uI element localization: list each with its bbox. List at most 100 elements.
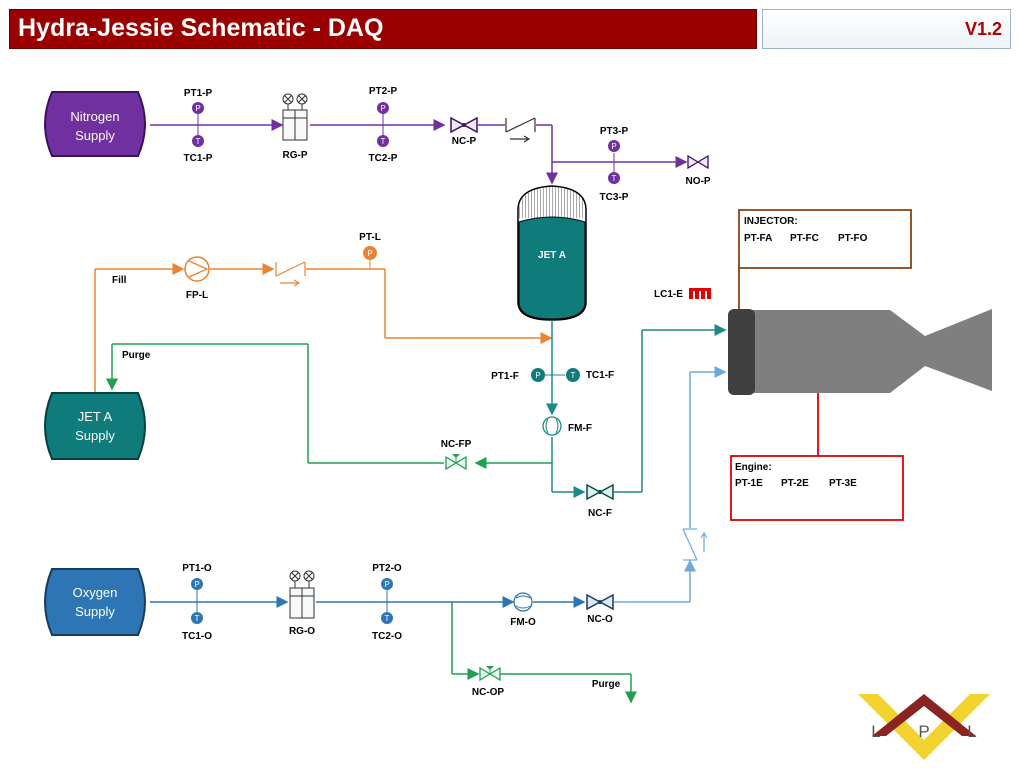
valve-hub	[598, 490, 602, 494]
page-title: Hydra-Jessie Schematic - DAQ	[18, 14, 384, 42]
label-tc2-p: TC2-P	[369, 153, 398, 164]
oxygen-system: Oxygen Supply P T PT1-O TC1-O	[44, 366, 727, 704]
label-purge-fuel: Purge	[122, 350, 151, 361]
pressure-sensor-pt2-p	[377, 102, 389, 114]
oxygen-supply-label-1: Oxygen	[73, 585, 118, 600]
label-tc3-p: TC3-P	[600, 192, 629, 203]
pressure-sensor-pt1-o	[191, 578, 203, 590]
injector-title: INJECTOR:	[744, 216, 798, 227]
pressure-sensor-pt1-p	[192, 102, 204, 114]
label-lc1-e: LC1-E	[654, 289, 683, 300]
label-pt2-p: PT2-P	[369, 86, 398, 97]
regulator-rg-o	[289, 570, 315, 619]
jeta-supply-label-1: JET A	[78, 409, 113, 424]
valve-actuator	[486, 666, 494, 670]
engine-sensor-1: PT-1E	[735, 478, 763, 489]
sensor-glyph-t: T	[385, 614, 390, 623]
sensor-glyph-t: T	[195, 614, 200, 623]
jeta-supply-tank	[44, 392, 146, 460]
nitrogen-system: Nitrogen Supply P T PT1-P TC1-P RG-P	[44, 86, 711, 203]
tank-label: JET A	[538, 250, 566, 261]
nitrogen-supply-tank	[44, 91, 146, 157]
nitrogen-supply-label-1: Nitrogen	[70, 109, 119, 124]
title-bar: Hydra-Jessie Schematic - DAQ	[9, 9, 757, 49]
sensor-glyph-p: P	[380, 104, 385, 113]
valve-actuator	[452, 454, 460, 458]
label-nc-o: NC-O	[587, 614, 613, 625]
sensor-glyph-t: T	[381, 137, 386, 146]
lpl-logo: L P L	[858, 694, 990, 760]
label-purge-oxygen: Purge	[592, 679, 621, 690]
engine-nozzle	[740, 309, 992, 393]
label-tc1-o: TC1-O	[182, 631, 212, 642]
engine-title: Engine:	[735, 462, 772, 473]
sensor-glyph-t: T	[196, 137, 201, 146]
temperature-sensor-tc1-f	[566, 368, 580, 382]
label-nc-op: NC-OP	[472, 687, 505, 698]
label-fm-f: FM-F	[568, 423, 592, 434]
flowmeter-symbol	[515, 595, 531, 609]
oxygen-supply-tank	[44, 568, 146, 636]
jeta-supply-label-2: Supply	[75, 428, 115, 443]
temperature-sensor-tc3-p	[608, 172, 620, 184]
check-valve-oxygen	[682, 528, 708, 561]
nitrogen-supply-label-2: Supply	[75, 128, 115, 143]
pump-fp-l	[184, 256, 210, 282]
temperature-sensor-tc1-o	[191, 612, 203, 624]
valve-no-p	[687, 154, 709, 170]
engine-sensor-3: PT-3E	[829, 478, 857, 489]
version-box: V1.2	[762, 9, 1011, 49]
tank-hatch	[519, 187, 585, 218]
logo-letter-p: P	[918, 722, 929, 741]
label-rg-p: RG-P	[283, 150, 308, 161]
pump-symbol	[188, 260, 209, 278]
injector-box	[738, 209, 912, 269]
sensor-glyph-p: P	[367, 249, 372, 258]
pressure-sensor-pt2-o	[381, 578, 393, 590]
label-nc-f: NC-F	[588, 508, 612, 519]
injector-sensor-2: PT-FC	[790, 233, 819, 244]
temperature-sensor-tc2-p	[377, 135, 389, 147]
injector-sensor-1: PT-FA	[744, 233, 772, 244]
check-valve-nitrogen	[505, 117, 536, 143]
label-pt3-p: PT3-P	[600, 126, 629, 137]
label-tc2-o: TC2-O	[372, 631, 402, 642]
label-nc-fp: NC-FP	[441, 439, 472, 450]
sensor-glyph-p: P	[194, 580, 199, 589]
oxygen-supply-label-2: Supply	[75, 604, 115, 619]
fuel-fill-system: Fill FP-L P PT-L	[94, 232, 553, 392]
label-fp-l: FP-L	[186, 290, 208, 301]
logo-letter-l1: L	[871, 722, 880, 741]
label-no-p: NO-P	[686, 176, 711, 187]
check-valve-fuel	[275, 261, 306, 287]
sensor-glyph-p: P	[535, 371, 540, 380]
injector-sensor-3: PT-FO	[838, 233, 868, 244]
label-rg-o: RG-O	[289, 626, 315, 637]
logo-letter-l2: L	[967, 722, 976, 741]
regulator-rg-p	[282, 93, 308, 141]
valve-hub	[462, 123, 466, 127]
fuel-feed-system: P T PT1-F TC1-F FM-F NC-F	[491, 320, 727, 519]
jet-a-tank: JET A	[517, 185, 587, 321]
sensor-glyph-p: P	[195, 104, 200, 113]
temperature-sensor-tc1-p	[192, 135, 204, 147]
engine-box	[730, 455, 904, 521]
pressure-sensor-pt3-p	[608, 140, 620, 152]
label-nc-p: NC-P	[452, 136, 477, 147]
temperature-sensor-tc2-o	[381, 612, 393, 624]
sensor-glyph-t: T	[612, 174, 617, 183]
engine-assembly: INJECTOR: PT-FA PT-FC PT-FO LC1-E Engine…	[654, 209, 992, 521]
version-label: V1.2	[964, 19, 1002, 39]
sensor-glyph-p: P	[384, 580, 389, 589]
sensor-glyph-p: P	[611, 142, 616, 151]
engine-sensor-2: PT-2E	[781, 478, 809, 489]
jeta-supply-system: JET A Supply Purge NC-FP	[44, 343, 552, 471]
load-cell-icon	[689, 288, 711, 299]
label-pt2-o: PT2-O	[372, 563, 402, 574]
flowmeter-fm-o	[513, 592, 533, 612]
label-pt-l: PT-L	[359, 232, 381, 243]
valve-hub	[598, 600, 602, 604]
label-pt1-f: PT1-F	[491, 371, 519, 382]
flowmeter-fm-f	[542, 416, 562, 436]
